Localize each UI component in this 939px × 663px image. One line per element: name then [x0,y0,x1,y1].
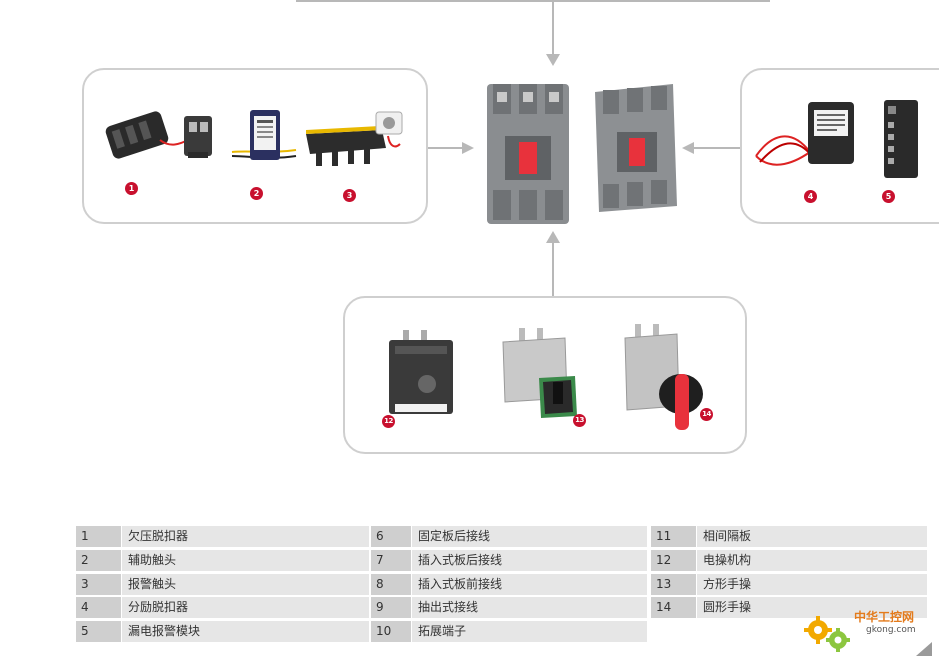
accessory-panel-right: 4 5 [740,68,939,224]
watermark-name: 中华工控网 [854,610,915,624]
table-cell-number: 2 [76,550,121,571]
table-cell-label: 圆形手操 [697,597,927,618]
table-cell-number: 5 [76,621,121,642]
corner-triangle [916,642,932,656]
square-handle-image [502,328,577,418]
alarm-contact-image [306,111,403,166]
table-cell-label: 分励脱扣器 [122,597,369,618]
marker-14: 14 [700,408,713,421]
table-cell-label: 拓展端子 [412,621,647,642]
table-cell-label: 固定板后接线 [412,526,647,547]
marker-1: 1 [125,182,138,195]
table-cell-label: 插入式板前接线 [412,574,647,595]
table-cell-number: 6 [371,526,411,547]
table-cell-number: 13 [651,574,696,595]
watermark-url: gkong.com [866,625,916,635]
marker-13: 13 [573,414,586,427]
round-handle-image [624,324,703,430]
table-cell-label: 相间隔板 [697,526,927,547]
shunt-release-image [755,102,854,166]
motor-operator-image [389,330,453,414]
table-cell-number: 7 [371,550,411,571]
table-cell-label: 报警触头 [122,574,369,595]
breaker-angled-image [595,84,677,212]
table-cell-label: 辅助触头 [122,550,369,571]
auxiliary-contact-image [231,110,297,160]
table-cell-label: 漏电报警模块 [122,621,369,642]
table-cell-label: 插入式板后接线 [412,550,647,571]
marker-5: 5 [882,190,895,203]
table-cell-label: 欠压脱扣器 [122,526,369,547]
table-cell-label: 方形手操 [697,574,927,595]
table-cell-number: 1 [76,526,121,547]
table-cell-label: 电操机构 [697,550,927,571]
undervoltage-release-image [105,111,212,159]
table-cell-number: 11 [651,526,696,547]
marker-2: 2 [250,187,263,200]
watermark-logo: 中华工控网 gkong.com [802,606,932,656]
table-cell-number: 9 [371,597,411,618]
table-cell-label: 抽出式接线 [412,597,647,618]
table-cell-number: 10 [371,621,411,642]
table-cell-number: 4 [76,597,121,618]
gear-icon [804,616,850,652]
table-cell-number: 12 [651,550,696,571]
table-cell-number: 14 [651,597,696,618]
table-cell-number: 3 [76,574,121,595]
accessory-panel-bottom: 12 13 14 [343,296,747,454]
table-cell-number: 8 [371,574,411,595]
accessory-panel-left: 1 2 3 [82,68,428,224]
marker-4: 4 [804,190,817,203]
marker-3: 3 [343,189,356,202]
breaker-front-image [487,84,569,224]
marker-12: 12 [382,415,395,428]
leakage-alarm-module-image [884,100,918,178]
